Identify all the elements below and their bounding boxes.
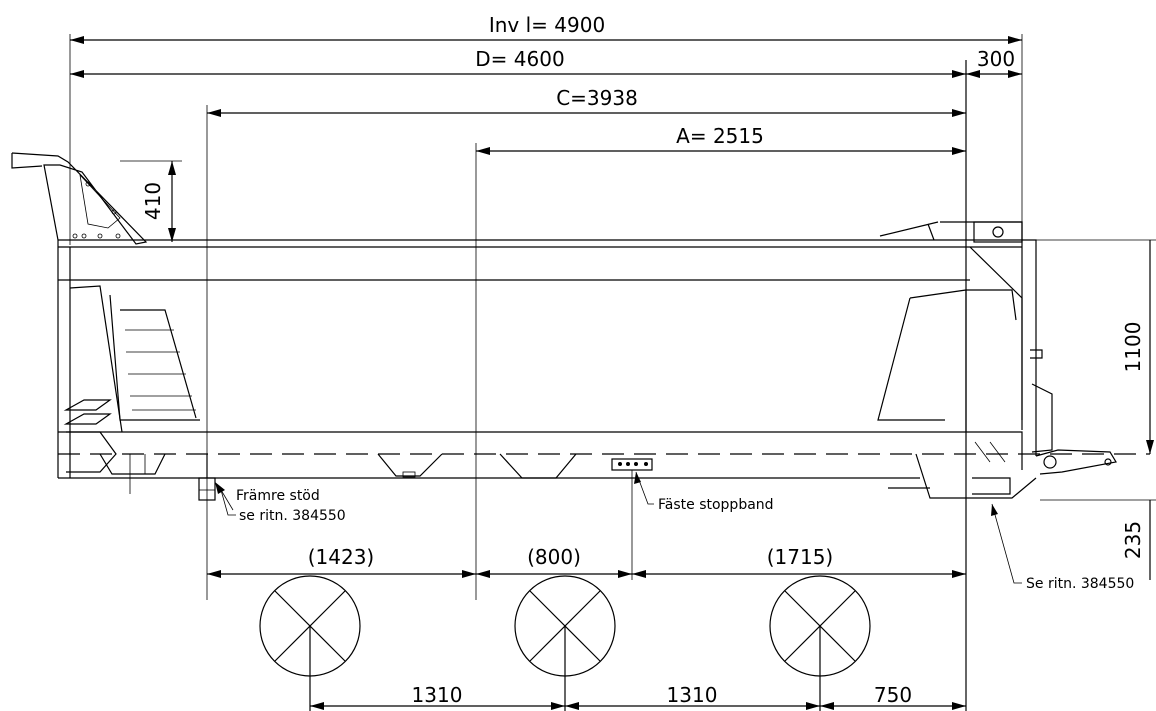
dimension-410: 410 (120, 160, 182, 242)
dump-body (11, 152, 1150, 501)
span-1-label: (1423) (308, 545, 375, 569)
dimension-a: A= 2515 (475, 124, 966, 600)
stop-band-bracket (611, 458, 653, 471)
span-dimensions: (1423) (800) (1715) (207, 470, 966, 580)
front-support-text-2: se ritn. 384550 (239, 508, 346, 524)
front-support-text-1: Främre stöd (236, 488, 320, 504)
axle-2-label: 1310 (667, 683, 718, 707)
dimension-235: 235 (1040, 499, 1156, 580)
span-3-label: (1715) (767, 545, 834, 569)
note-stop-band: Fäste stoppband (634, 471, 774, 513)
c-label: C=3938 (556, 86, 638, 110)
axle-3 (769, 575, 871, 711)
dimension-c: C=3938 (206, 86, 966, 600)
axle-1-label: 1310 (412, 683, 463, 707)
note-rear-ref: Se ritn. 384550 (991, 503, 1134, 592)
axle-2 (514, 575, 616, 711)
front-support (198, 454, 216, 501)
overhang-label: 300 (977, 47, 1015, 71)
span-2-label: (800) (527, 545, 581, 569)
stop-band-text: Fäste stoppband (658, 497, 774, 513)
front-height-label: 410 (141, 182, 165, 220)
dimension-1100: 1100 (1036, 239, 1156, 454)
dimension-d: D= 4600 300 (70, 47, 1022, 78)
d-label: D= 4600 (475, 47, 564, 71)
inv-l-label: Inv l= 4900 (489, 13, 605, 37)
bottom-offset-label: 235 (1121, 521, 1145, 559)
note-front-support: Främre stöd se ritn. 384550 (215, 482, 346, 524)
body-height-label: 1100 (1121, 322, 1145, 373)
axle-3-label: 750 (874, 683, 912, 707)
rear-ref-text: Se ritn. 384550 (1026, 576, 1134, 592)
dimension-inv-l: Inv l= 4900 (69, 13, 1023, 245)
axle-dimensions: 1310 1310 750 (310, 683, 966, 710)
axle-1 (259, 575, 361, 711)
a-label: A= 2515 (676, 124, 764, 148)
